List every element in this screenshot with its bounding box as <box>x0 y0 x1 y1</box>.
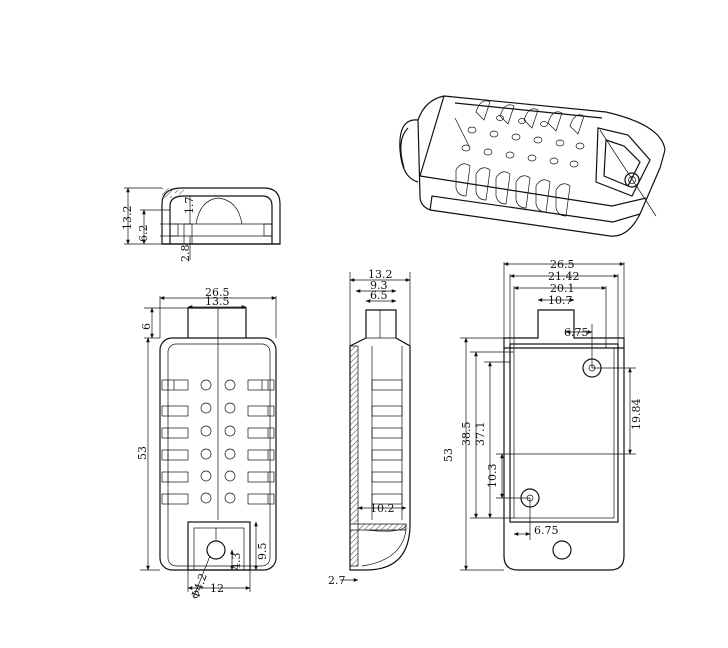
dim-section-wall: 9.3 <box>370 279 388 292</box>
dim-section-bottom: 10.2 <box>370 502 395 515</box>
dim-back-h3: 10.3 <box>486 464 499 489</box>
back-view: 26.5 21.42 20.1 10.7 6.75 6.75 53 38.5 3… <box>442 258 643 571</box>
dim-front-window-height: 9.5 <box>256 543 269 561</box>
dim-front-hole-offset: 4.3 <box>230 553 243 571</box>
dim-back-hole-x-bottom: 6.75 <box>534 524 559 537</box>
dim-rib: 1.7 <box>183 197 196 215</box>
front-view: 26.5 13.5 6 53 12 9.5 4.3 Φ4.2 <box>136 286 277 601</box>
dim-section-foot: 2.7 <box>328 574 346 587</box>
dim-section-depth: 13.2 <box>368 268 393 281</box>
dim-front-hole-dia: Φ4.2 <box>189 572 210 601</box>
dim-base: 2.8 <box>179 245 192 263</box>
dim-front-height: 53 <box>136 446 149 460</box>
dim-inner: 6.2 <box>137 225 150 243</box>
dim-back-h1: 38.5 <box>460 422 473 447</box>
dim-back-hole-x-top: 6.75 <box>564 326 589 339</box>
side-view-top: 13.2 6.2 1.7 2.8 <box>121 187 281 263</box>
section-view: 13.2 9.3 6.5 10.2 2.7 <box>328 268 411 587</box>
isometric-view <box>399 95 666 237</box>
dim-back-w2: 21.42 <box>548 270 580 283</box>
dim-back-w3: 20.1 <box>550 282 575 295</box>
dim-back-height: 53 <box>442 448 455 462</box>
dim-front-window-width: 12 <box>210 582 224 595</box>
dim-front-width: 26.5 <box>205 286 230 299</box>
dim-height: 13.2 <box>121 206 134 231</box>
dim-front-tab-width: 13.5 <box>205 295 230 308</box>
dim-front-tab-height: 6 <box>140 323 153 330</box>
dim-back-w4: 10.7 <box>548 294 573 307</box>
dim-back-width: 26.5 <box>550 258 575 271</box>
dim-back-h2: 37.1 <box>474 422 487 447</box>
dim-back-h4: 19.84 <box>630 399 643 431</box>
dim-section-inner: 6.5 <box>370 289 388 302</box>
